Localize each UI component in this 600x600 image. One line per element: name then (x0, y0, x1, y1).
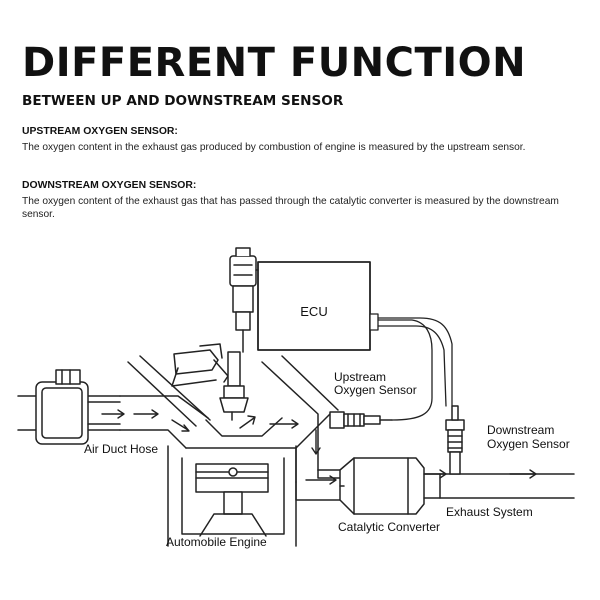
page-title: DIFFERENT FUNCTION (22, 40, 527, 86)
automobile-engine-block (167, 445, 297, 547)
fuel-injector-icon (171, 343, 229, 387)
upstream-oxygen-sensor-icon (329, 411, 393, 429)
air-duct-hose (17, 369, 121, 445)
downstream-oxygen-sensor-icon (445, 405, 465, 475)
air-duct-hose-label: Air Duct Hose (84, 442, 158, 456)
catalytic-converter-icon (339, 457, 425, 515)
intake-flow-arrows (101, 409, 190, 432)
downstream-sensor-label-2: Oxygen Sensor (487, 437, 570, 451)
downstream-sensor-label-1: Downstream (487, 423, 554, 437)
automobile-engine-label: Automobile Engine (166, 535, 267, 549)
upstream-heading: UPSTREAM OXYGEN SENSOR: (22, 126, 178, 137)
exhaust-system-label: Exhaust System (446, 505, 533, 519)
downstream-description: The oxygen content of the exhaust gas th… (22, 196, 559, 220)
downstream-heading: DOWNSTREAM OXYGEN SENSOR: (22, 180, 197, 191)
exhaust-flow-arrows (239, 415, 537, 485)
spark-plug-icon (219, 351, 249, 421)
upstream-sensor-label-2: Oxygen Sensor (334, 383, 417, 397)
upstream-description: The oxygen content in the exhaust gas pr… (22, 142, 526, 153)
page-subtitle: BETWEEN UP AND DOWNSTREAM SENSOR (22, 93, 344, 109)
catalytic-converter-label: Catalytic Converter (338, 520, 440, 534)
ecu-wiring (369, 313, 453, 421)
ecu-label: ECU (300, 304, 327, 319)
ignition-coil-icon (229, 247, 259, 331)
upstream-sensor-label-1: Upstream (334, 370, 386, 384)
ecu-box (257, 261, 371, 351)
